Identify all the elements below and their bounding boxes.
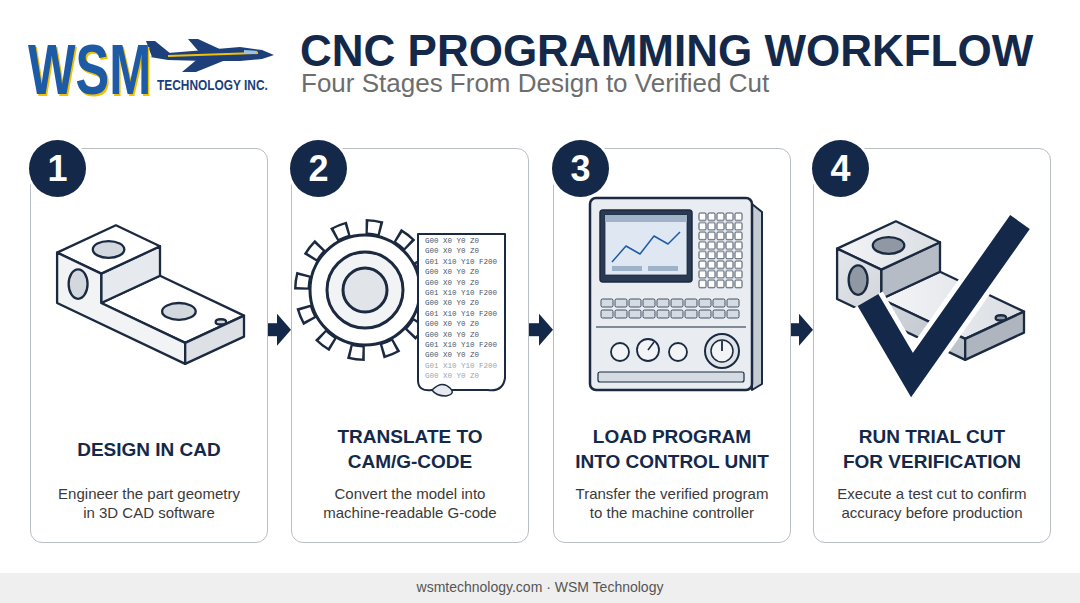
part-hole — [69, 269, 88, 298]
flow-arrow — [791, 323, 799, 336]
check-mark — [868, 222, 1020, 375]
footer-text: wsmtechnology.com · WSM Technology — [0, 580, 1080, 594]
part-hole — [162, 303, 196, 320]
step-title: RUN TRIAL CUT FOR VERIFICATION — [839, 424, 1025, 474]
process-box: LOAD PROGRAM INTO CONTROL UNIT Transfer t… — [553, 148, 791, 543]
part-face — [57, 253, 185, 364]
part-face — [101, 246, 160, 303]
part-hole — [942, 299, 976, 316]
flow-arrow — [529, 323, 539, 336]
cam-gear — [310, 235, 420, 345]
cam-gear — [302, 227, 428, 353]
check-mark — [868, 222, 1020, 375]
screen-block — [648, 266, 678, 271]
cam-gear — [343, 268, 387, 312]
part-face — [965, 312, 1024, 360]
part-face — [57, 225, 160, 273]
finished-part — [837, 221, 1024, 360]
cam-gear — [327, 252, 403, 328]
part-face — [185, 316, 244, 364]
process-box: DESIGN IN CAD Engineer the part geometry … — [30, 148, 268, 543]
knob-pointer — [648, 342, 654, 350]
knob — [611, 343, 629, 361]
footer-band — [0, 573, 1080, 603]
part-hole — [996, 315, 1007, 320]
panel-body — [590, 198, 752, 390]
step-number: 4 — [830, 151, 850, 187]
knob — [637, 339, 659, 361]
part-face — [101, 276, 244, 343]
part-hole — [849, 265, 868, 294]
logo-jet — [188, 39, 224, 53]
page-title: CNC PROGRAMMING WORKFLOW — [300, 29, 1033, 73]
gcode-sheet — [432, 384, 452, 396]
cad-part — [57, 225, 244, 364]
screen-bar — [605, 215, 687, 222]
screen-block — [612, 266, 642, 271]
part-hole — [216, 319, 227, 324]
panel-divider — [596, 326, 746, 327]
part-face — [837, 221, 940, 269]
page-subtitle: Four Stages From Design to Verified Cut — [301, 70, 769, 96]
button-row — [600, 298, 740, 320]
screen-bezel — [600, 210, 692, 282]
logo-wordmark: WSM — [28, 35, 151, 105]
connector-group — [268, 329, 799, 330]
logo-jet — [146, 41, 171, 57]
cam-gear — [302, 227, 428, 353]
step-number-badge: 4 — [812, 140, 869, 197]
check-mark — [868, 222, 1020, 375]
part-hole — [873, 237, 905, 254]
logo-jet — [168, 53, 258, 56]
part-hole — [93, 241, 125, 258]
logo-jet — [244, 50, 258, 53]
part-face — [881, 272, 1024, 339]
step-number-badge: 2 — [290, 140, 347, 197]
screen — [605, 215, 687, 275]
step-description: Convert the model into machine-readable … — [312, 484, 508, 522]
step-title: TRANSLATE TO CAM/G-CODE — [305, 424, 515, 474]
step-number-badge: 1 — [29, 140, 86, 197]
process-box: TRANSLATE TO CAM/G-CODE Convert the model… — [291, 148, 529, 543]
step-number-badge: 3 — [552, 140, 609, 197]
screen-graph — [612, 232, 680, 262]
step-description: Execute a test cut to confirm accuracy b… — [834, 484, 1030, 522]
step-number: 1 — [47, 151, 67, 187]
step-title: LOAD PROGRAM INTO CONTROL UNIT — [572, 424, 773, 474]
logo-jet — [146, 39, 274, 72]
panel-side — [752, 204, 762, 390]
flow-arrow — [268, 323, 277, 336]
control-unit — [590, 198, 762, 390]
logo-jet — [150, 47, 274, 61]
process-box: RUN TRIAL CUT FOR VERIFICATION Execute a … — [813, 148, 1051, 543]
knob-pointer — [721, 341, 723, 351]
step-description: Engineer the part geometry in 3D CAD sof… — [51, 484, 247, 522]
knob — [705, 334, 739, 368]
step-number: 2 — [308, 151, 328, 187]
cam-gear — [302, 227, 428, 353]
keypad — [698, 212, 743, 289]
step-number: 3 — [570, 151, 590, 187]
step-description: Transfer the verified program to the mac… — [574, 484, 770, 522]
knob — [711, 340, 733, 362]
gcode-sheet — [418, 234, 505, 390]
part-face — [837, 249, 965, 360]
gcode-sheet — [418, 234, 505, 396]
part-face — [881, 242, 940, 299]
panel-foot — [598, 372, 744, 382]
logo-jet — [182, 57, 228, 72]
logo-subtitle: TECHNOLOGY INC. — [157, 78, 268, 92]
step-title: DESIGN IN CAD — [44, 424, 254, 474]
knob — [669, 343, 687, 361]
